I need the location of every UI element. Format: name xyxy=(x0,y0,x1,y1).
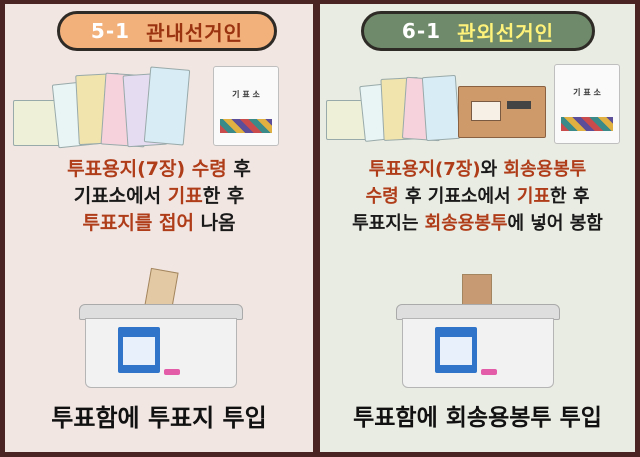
caption: 투표함에 투표지 투입 xyxy=(51,404,267,432)
plain-text: 한 후 xyxy=(202,185,245,207)
highlight-text: 회송용봉투 xyxy=(503,159,587,180)
booth-label: 기 표 소 xyxy=(573,88,601,97)
ballot-box-icon xyxy=(79,267,243,388)
plain-text: 한 후 xyxy=(550,186,590,207)
step-pill-5-1: 5-1 관내선거인 xyxy=(57,11,277,51)
step-number: 5-1 xyxy=(90,19,131,43)
instruction-line: 투표용지(7장) 수령 후 xyxy=(5,156,313,183)
instruction-line: 투표지는 회송용봉투에 넣어 봉함 xyxy=(320,210,635,237)
booth-label: 기 표 소 xyxy=(232,90,260,99)
highlight-text: 회송용봉투 xyxy=(424,213,508,234)
ballot-box-icon xyxy=(396,274,560,388)
plain-text: 와 xyxy=(480,159,504,180)
plain-text: 후 xyxy=(226,158,251,180)
highlight-text: 수령 xyxy=(185,158,227,180)
step-label: 관내선거인 xyxy=(146,20,244,45)
plain-text: 후 기표소에서 xyxy=(398,186,517,207)
highlight-text: 기표 xyxy=(516,186,551,207)
highlight-text: 투표용지(7장) xyxy=(368,159,481,180)
caption: 투표함에 회송용봉투 투입 xyxy=(353,405,602,431)
instruction-line: 수령 후 기표소에서 기표한 후 xyxy=(320,183,635,210)
step-label: 관외선거인 xyxy=(457,20,555,45)
plain-text: 투표지는 xyxy=(352,213,425,234)
plain-text: 기표소에서 xyxy=(73,185,168,207)
return-envelope-icon xyxy=(458,86,546,138)
instruction-line: 기표소에서 기표한 후 xyxy=(5,183,313,210)
instruction-line: 투표용지(7장)와 회송용봉투 xyxy=(320,156,635,183)
highlight-text: 투표용지(7장) xyxy=(67,158,186,180)
voting-booth-icon: 기 표 소 xyxy=(554,64,620,144)
step-number: 6-1 xyxy=(401,19,442,43)
highlight-text: 수령 xyxy=(365,186,399,207)
highlight-text: 기표 xyxy=(167,185,203,207)
voting-booth-icon: 기 표 소 xyxy=(213,66,279,146)
plain-text: 나옴 xyxy=(193,212,236,234)
plain-text: 에 넣어 봉함 xyxy=(507,213,603,234)
instruction-line: 투표지를 접어 나옴 xyxy=(5,210,313,237)
highlight-text: 투표지를 접어 xyxy=(82,212,194,234)
step-pill-6-1: 6-1 관외선거인 xyxy=(361,11,595,51)
